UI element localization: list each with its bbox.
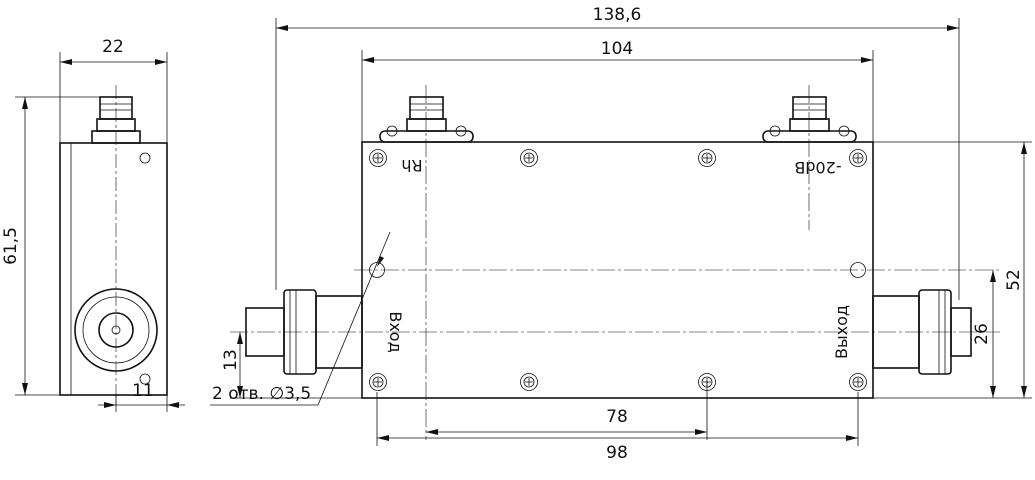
label-coupled-port: -20dB	[794, 158, 841, 177]
dim-side-offset: 11	[132, 381, 154, 401]
top-connector-rh	[379, 96, 474, 143]
dim-mount-spacing-long: 98	[606, 443, 628, 463]
side-hole-bottom	[139, 373, 151, 385]
label-input: Вход	[386, 311, 405, 352]
dim-port-height: 13	[221, 349, 241, 371]
dim-connector-center: 26	[972, 323, 992, 345]
screw-icon	[369, 373, 387, 391]
dim-mount-spacing-short: 78	[606, 407, 628, 427]
screw-icon	[369, 149, 387, 167]
screw-icon	[849, 373, 867, 391]
hole-leader-line	[317, 231, 391, 406]
side-body	[59, 142, 168, 396]
dim-side-height: 61,5	[1, 227, 21, 265]
screw-icon	[849, 149, 867, 167]
label-output: Выход	[832, 305, 851, 359]
side-view: 22 61,5 11	[1, 37, 185, 412]
dim-side-width: 22	[102, 37, 124, 57]
dim-body-height: 52	[1004, 269, 1024, 291]
top-connector-coupled	[762, 96, 857, 143]
screw-icon	[520, 373, 538, 391]
holes-note: 2 отв. ∅3,5	[212, 384, 311, 404]
side-hole-top	[139, 152, 151, 164]
dim-body-length: 104	[601, 39, 633, 59]
label-rh: Rh	[401, 156, 422, 175]
front-view: Rh -20dB Вход Выход 138,6 104 52 26	[210, 5, 1032, 463]
screw-icon	[520, 149, 538, 167]
dim-overall-length: 138,6	[593, 5, 642, 25]
screw-icon	[698, 149, 716, 167]
